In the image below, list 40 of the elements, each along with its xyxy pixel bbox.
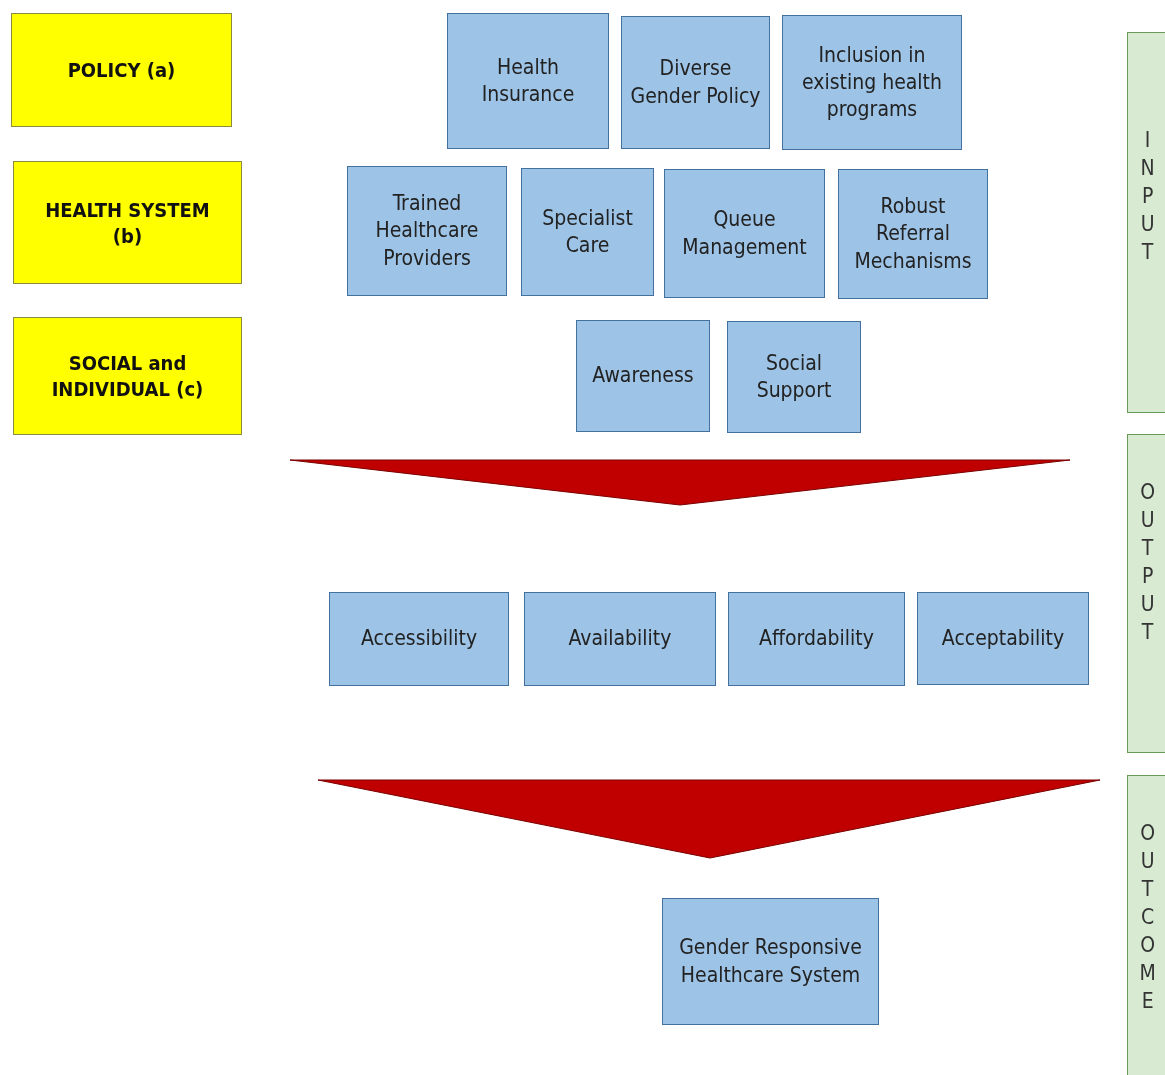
box-label: Awareness (592, 362, 694, 390)
box-label: Accessibility (360, 625, 478, 653)
box-label: Robust Referral Mechanisms (853, 193, 973, 275)
box-label: HEALTH SYSTEM (b) (44, 196, 211, 249)
box-label: Affordability (759, 625, 874, 653)
stage-band (1127, 434, 1165, 753)
output-box (728, 592, 905, 686)
factor-box (576, 320, 710, 432)
stage-band (1127, 32, 1165, 413)
box-label: Queue Management (681, 206, 808, 261)
factor-box (521, 168, 654, 296)
output-box (524, 592, 716, 686)
factor-box (621, 16, 770, 149)
factor-box (782, 15, 962, 150)
factor-box (664, 169, 825, 298)
category-box (13, 317, 242, 435)
output-box (329, 592, 509, 686)
box-label: POLICY (a) (67, 57, 176, 83)
box-label: Specialist Care (541, 204, 634, 259)
box-label: Health Insurance (480, 53, 576, 108)
outcome-box (662, 898, 879, 1025)
factor-box (447, 13, 609, 149)
box-label: Availability (568, 625, 672, 653)
vertical-label: OUTCOME (1134, 821, 1161, 1017)
vertical-label: INPUT (1134, 128, 1161, 268)
box-label: SOCIAL and INDIVIDUAL (c) (50, 350, 205, 402)
factor-box (347, 166, 507, 296)
box-label: Social Support (755, 349, 833, 404)
box-label: Acceptability (941, 624, 1065, 652)
stage-band (1127, 775, 1165, 1075)
output-box (917, 592, 1089, 685)
factor-box (727, 321, 861, 433)
box-label: Inclusion in existing health programs (801, 41, 943, 124)
box-label: Diverse Gender Policy (630, 55, 761, 110)
category-box (11, 13, 232, 127)
factor-box (838, 169, 988, 299)
category-box (13, 161, 242, 284)
vertical-label: OUTPUT (1134, 480, 1161, 648)
box-label: Gender Responsive Healthcare System (678, 934, 863, 989)
box-label: Trained Healthcare Providers (374, 190, 480, 272)
